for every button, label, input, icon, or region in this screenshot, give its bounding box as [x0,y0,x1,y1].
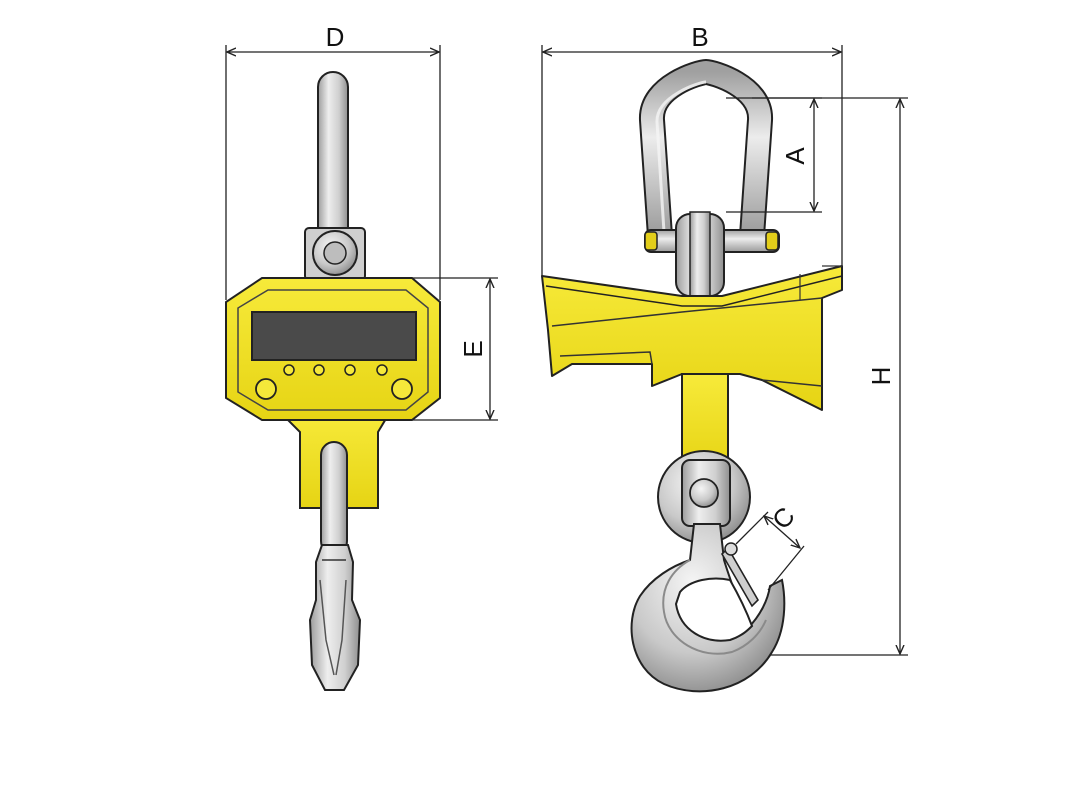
front-view: D E [225,22,498,691]
round-button-right [391,378,413,400]
side-view: B A H C [541,22,908,693]
dimension-e: E [412,277,498,421]
round-button-left [255,378,277,400]
swivel-wheel [657,450,751,544]
shackle [639,58,773,249]
dimension-label-h: H [866,367,896,386]
shackle-pin [644,211,780,297]
dimension-label-b: B [691,22,708,52]
dimension-d: D [225,22,441,300]
control-button [376,364,388,376]
display-screen [251,311,417,361]
scale-housing [225,277,441,421]
control-button [344,364,356,376]
control-button [313,364,325,376]
top-eye-rod [317,71,349,249]
dimension-label-a: A [780,147,810,165]
hook-side-profile [308,441,362,691]
dimension-label-c: C [766,501,801,535]
dimension-label-e: E [458,340,488,357]
scale-housing-side [541,265,843,411]
control-button [283,364,295,376]
swivel-block [304,227,366,281]
hook [630,523,786,693]
dimension-b: B [541,22,843,276]
safety-latch [721,542,759,608]
control-buttons [255,364,413,400]
dimension-a: A [726,97,822,213]
dimension-h: H [752,97,908,656]
dimension-label-d: D [326,22,345,52]
